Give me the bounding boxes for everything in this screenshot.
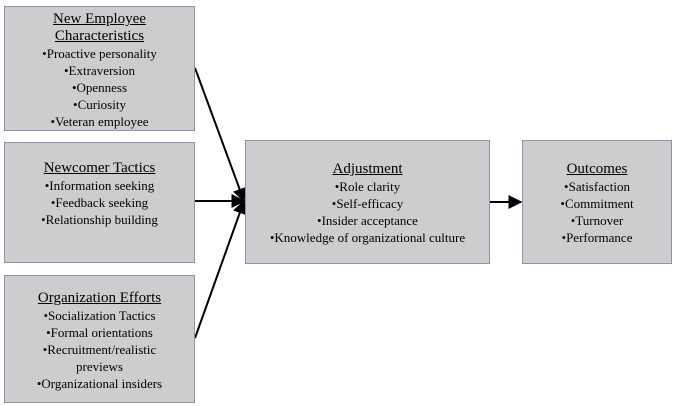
adjustment-box: Adjustment •Role clarity •Self-efficacy …: [245, 140, 490, 264]
box-title: Newcomer Tactics: [43, 160, 156, 176]
new-employee-characteristics-box: New Employee Characteristics •Proactive …: [4, 6, 195, 131]
list-item: •Satisfaction: [564, 179, 630, 194]
list-item: •Performance: [561, 230, 633, 245]
box-title: Characteristics: [54, 28, 145, 44]
list-item: •Extraversion: [64, 63, 135, 78]
box-title: Organization Efforts: [37, 290, 162, 306]
list-item: •Turnover: [570, 213, 624, 228]
list-item: •Knowledge of organizational culture: [269, 230, 466, 245]
list-item: •Self-efficacy: [331, 196, 404, 211]
arrow-organization-to-adjustment: [194, 199, 247, 339]
list-item: •Proactive personality: [42, 46, 157, 61]
list-item: •Insider acceptance: [317, 213, 418, 228]
list-item: •Information seeking: [44, 178, 155, 193]
list-item: •Curiosity: [73, 97, 126, 112]
list-item: •Socialization Tactics: [43, 308, 156, 323]
list-item: •Formal orientations: [46, 325, 153, 340]
outcomes-box: Outcomes •Satisfaction •Commitment •Turn…: [522, 140, 672, 264]
list-item: •Relationship building: [41, 212, 158, 227]
box-title: Adjustment: [332, 161, 403, 177]
organization-efforts-box: Organization Efforts •Socialization Tact…: [4, 275, 195, 403]
list-item: •Recruitment/realistic previews: [42, 342, 157, 374]
list-item: •Openness: [71, 80, 128, 95]
list-item: •Feedback seeking: [50, 195, 149, 210]
box-title: New Employee: [53, 11, 146, 27]
arrow-employee-to-adjustment: [194, 67, 247, 203]
newcomer-tactics-box: Newcomer Tactics •Information seeking •F…: [4, 142, 195, 263]
list-item: •Commitment: [560, 196, 634, 211]
list-item: •Organizational insiders: [36, 376, 163, 391]
list-item: •Role clarity: [334, 179, 401, 194]
list-item: •Veteran employee: [50, 114, 149, 129]
box-title: Outcomes: [566, 161, 628, 177]
